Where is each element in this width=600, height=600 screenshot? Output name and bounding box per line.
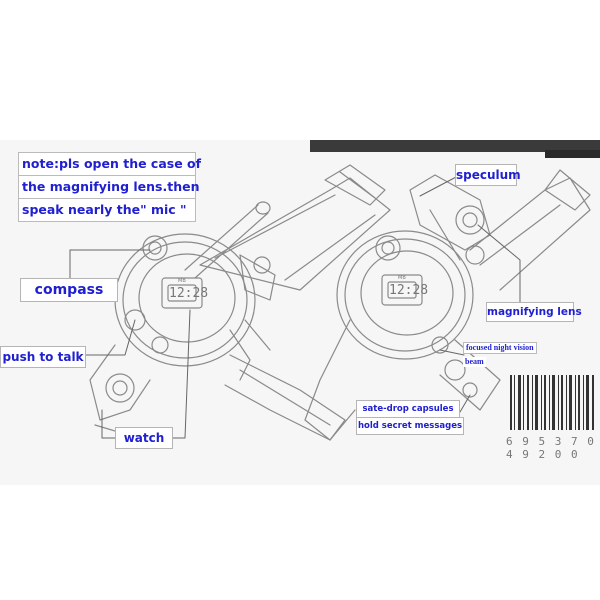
night-vision-line-2: beam <box>463 357 486 367</box>
right-watch-brand-text: MB <box>398 275 406 281</box>
note-line-1: note:pls open the case of <box>18 152 201 176</box>
top-dark-strip-right <box>545 150 600 158</box>
top-dark-strip <box>310 140 600 152</box>
left-watch-antenna <box>184 201 271 279</box>
right-watch-body <box>336 230 485 360</box>
barcode <box>510 375 594 430</box>
right-watch-upper-strap <box>469 169 591 291</box>
left-watch-body <box>114 233 276 381</box>
speculum-label: speculum <box>455 164 521 186</box>
compass-label: compass <box>20 278 118 302</box>
barcode-number: 6 9 5 3 7 0 4 9 2 0 0 <box>506 435 596 461</box>
note-line-3: speak nearly the" mic " <box>18 199 196 222</box>
left-watch-brand-text: MB <box>178 278 186 284</box>
night-vision-label: focused night vision beam <box>463 342 537 367</box>
watch-label: watch <box>115 427 173 449</box>
left-watch-upper-strap <box>199 164 391 291</box>
instruction-note: note:pls open the case of the magnifying… <box>18 152 201 222</box>
left-watch-time-text: 12:28 <box>169 286 208 301</box>
sate-drop-label-line-2: hold secret messages <box>356 417 464 435</box>
sate-drop-label-line-1: sate-drop capsules <box>356 400 460 418</box>
note-line-2: the magnifying lens.then <box>18 176 199 199</box>
night-vision-line-1: focused night vision <box>463 342 537 354</box>
magnifying-lens-label: magnifying lens <box>486 302 582 322</box>
push-to-talk-label: push to talk <box>0 346 86 368</box>
left-watch-lower-strap <box>89 344 346 441</box>
right-watch-time-text: 12:28 <box>389 283 428 298</box>
